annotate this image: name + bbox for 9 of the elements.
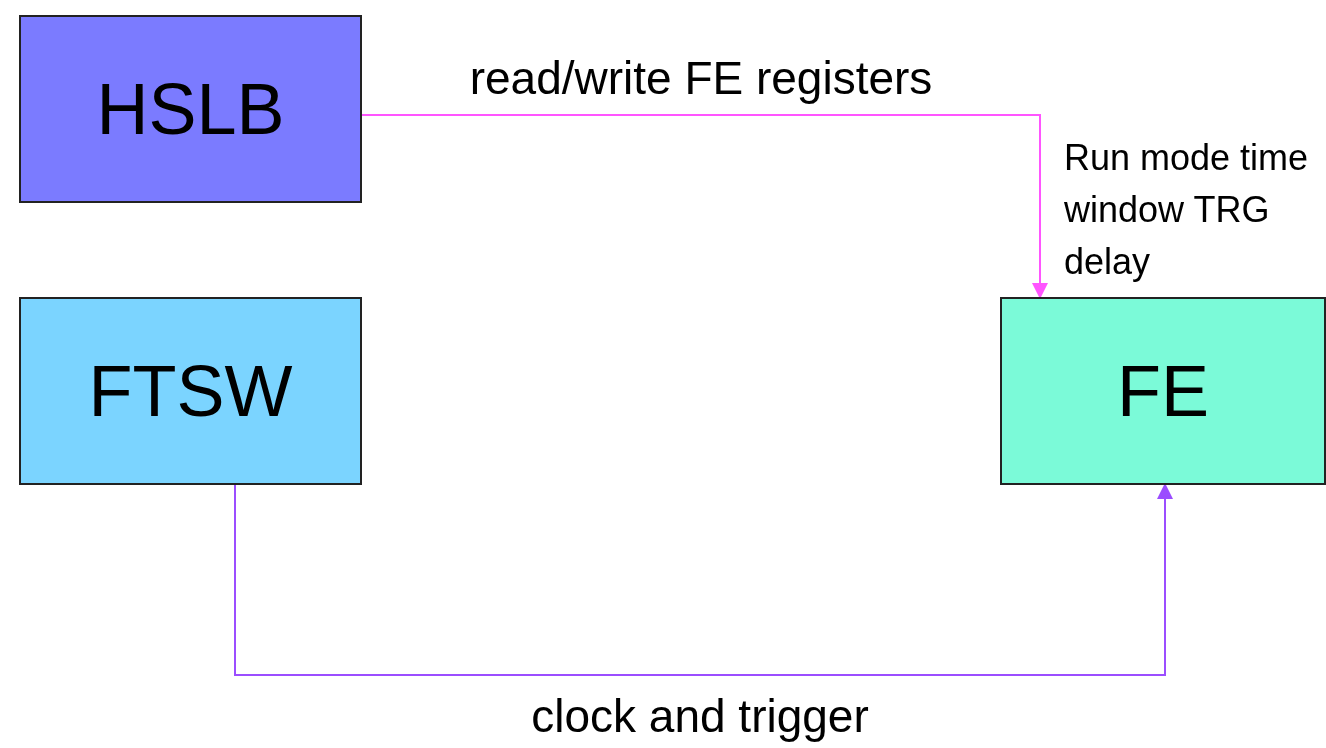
arrow (234, 483, 1173, 676)
block-label: HSLB (96, 73, 285, 145)
note-text: Run mode time window TRG delay (1064, 136, 1310, 285)
block-label: FTSW (88, 355, 293, 427)
block-box (1000, 297, 1326, 485)
block-box (19, 15, 362, 203)
block-box (19, 297, 362, 485)
arrow (361, 114, 1048, 299)
block-label: FE (1117, 355, 1209, 427)
